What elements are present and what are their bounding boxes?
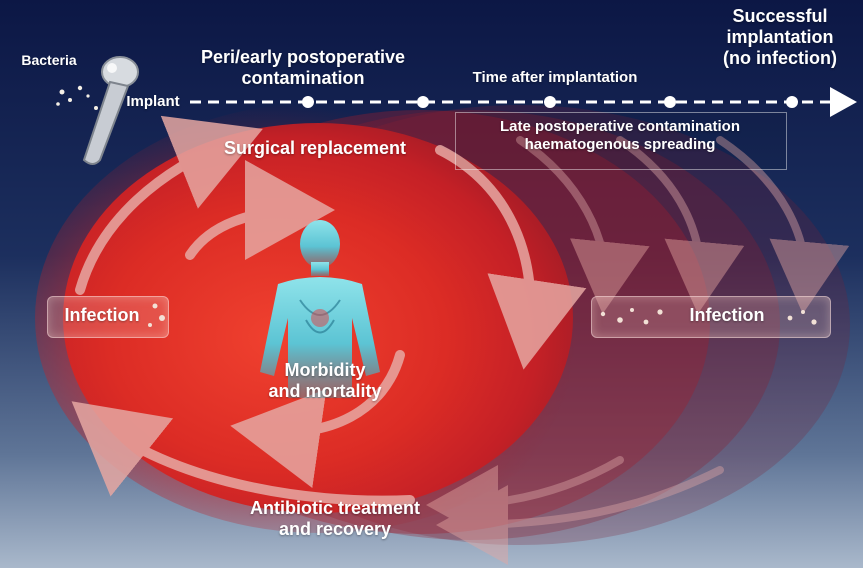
morbidity-mortality-label: Morbidity and mortality — [250, 360, 400, 402]
timeline-point — [302, 96, 314, 108]
infection-label-left: Infection — [52, 305, 152, 326]
timeline-point — [786, 96, 798, 108]
timeline-point — [417, 96, 429, 108]
timeline-point — [544, 96, 556, 108]
late-contamination-label: Late postoperative contamination haemato… — [455, 118, 785, 153]
antibiotic-treatment-label: Antibiotic treatment and recovery — [215, 498, 455, 540]
time-after-implantation-label: Time after implantation — [440, 69, 670, 87]
peri-early-contamination-label: Peri/early postoperative contamination — [168, 47, 438, 89]
bacteria-label: Bacteria — [14, 52, 84, 69]
infection-label-right: Infection — [672, 305, 782, 326]
timeline-point — [664, 96, 676, 108]
successful-implantation-label: Successful implantation (no infection) — [700, 6, 860, 70]
implant-label: Implant — [118, 93, 188, 111]
surgical-replacement-label: Surgical replacement — [200, 138, 430, 159]
